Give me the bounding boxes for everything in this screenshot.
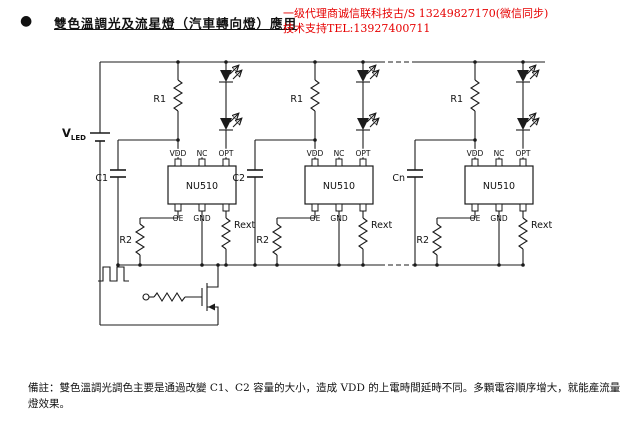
- ic-name-label: NU510: [323, 181, 355, 192]
- mosfet: [201, 265, 219, 325]
- square-wave-icon: [98, 266, 129, 282]
- pin-opt-label: OPT: [218, 149, 233, 158]
- r2-label: R2: [256, 235, 269, 246]
- rext-label: Rext: [234, 220, 255, 231]
- gate-resistor: [153, 291, 186, 303]
- pin-vdd-label: VDD: [467, 149, 484, 158]
- pin-oe-label: OE: [470, 214, 481, 223]
- rext-label: Rext: [371, 220, 392, 231]
- ic-nu510: [304, 165, 374, 205]
- stage-2: R1 C2 NU510: [232, 62, 392, 265]
- ic-nu510: [167, 165, 237, 205]
- led1-icon: [517, 70, 529, 82]
- resistor-rext: [517, 217, 529, 250]
- led1-icon: [220, 70, 232, 82]
- led2-icon: [220, 118, 232, 130]
- title-bullet-icon: ●: [20, 13, 33, 29]
- r1-label: R1: [290, 94, 303, 105]
- junction-dots: [116, 60, 525, 267]
- r1-label: R1: [450, 94, 463, 105]
- r1-label: R1: [153, 94, 166, 105]
- vendor-contact-line1: 一级代理商诚信联科技古/S 13249827170(微信同步): [283, 7, 549, 20]
- resistor-rext: [357, 217, 369, 250]
- resistor-r1: [172, 79, 184, 112]
- pwm-input: [98, 266, 202, 303]
- resistor-r1: [469, 79, 481, 112]
- cap-label: C2: [232, 173, 245, 184]
- r2-label: R2: [119, 235, 132, 246]
- footer-note: 備註：雙色溫調光調色主要是通過改變 C1、C2 容量的大小，造成 VDD 的上電…: [28, 382, 621, 410]
- rext-label: Rext: [531, 220, 552, 231]
- pin-oe-label: OE: [310, 214, 321, 223]
- pin-opt-label: OPT: [355, 149, 370, 158]
- ic-name-label: NU510: [186, 181, 218, 192]
- resistor-r2: [271, 223, 283, 256]
- r2-label: R2: [416, 235, 429, 246]
- cap-label: Cn: [392, 173, 405, 184]
- pin-oe-label: OE: [173, 214, 184, 223]
- vendor-contact-block: 一级代理商诚信联科技古/S 13249827170(微信同步) 技术支持TEL:…: [283, 6, 548, 36]
- stage-3: R1 Cn NU510: [392, 62, 552, 265]
- resistor-r1: [309, 79, 321, 112]
- resistor-rext: [220, 217, 232, 250]
- power-rails: [99, 61, 545, 326]
- input-terminal: [142, 293, 150, 301]
- vled-label: VLED: [62, 126, 86, 142]
- cap-label: C1: [95, 173, 108, 184]
- ic-name-label: NU510: [483, 181, 515, 192]
- pin-vdd-label: VDD: [170, 149, 187, 158]
- pin-nc-label: NC: [494, 149, 505, 158]
- led1-icon: [357, 70, 369, 82]
- page-title: 雙色溫調光及流星燈（汽車轉向燈）應用: [54, 16, 298, 31]
- led2-icon: [357, 118, 369, 130]
- led2-icon: [517, 118, 529, 130]
- vendor-contact-line2: 技术支持TEL:13927400711: [283, 22, 431, 35]
- mosfet-arrow: [208, 303, 215, 311]
- stage-1: R1 C1 NU510: [95, 62, 255, 265]
- resistor-r2: [134, 223, 146, 256]
- pin-nc-label: NC: [334, 149, 345, 158]
- pin-vdd-label: VDD: [307, 149, 324, 158]
- pin-opt-label: OPT: [515, 149, 530, 158]
- pin-nc-label: NC: [197, 149, 208, 158]
- vled-source: VLED: [62, 126, 110, 142]
- resistor-r2: [431, 223, 443, 256]
